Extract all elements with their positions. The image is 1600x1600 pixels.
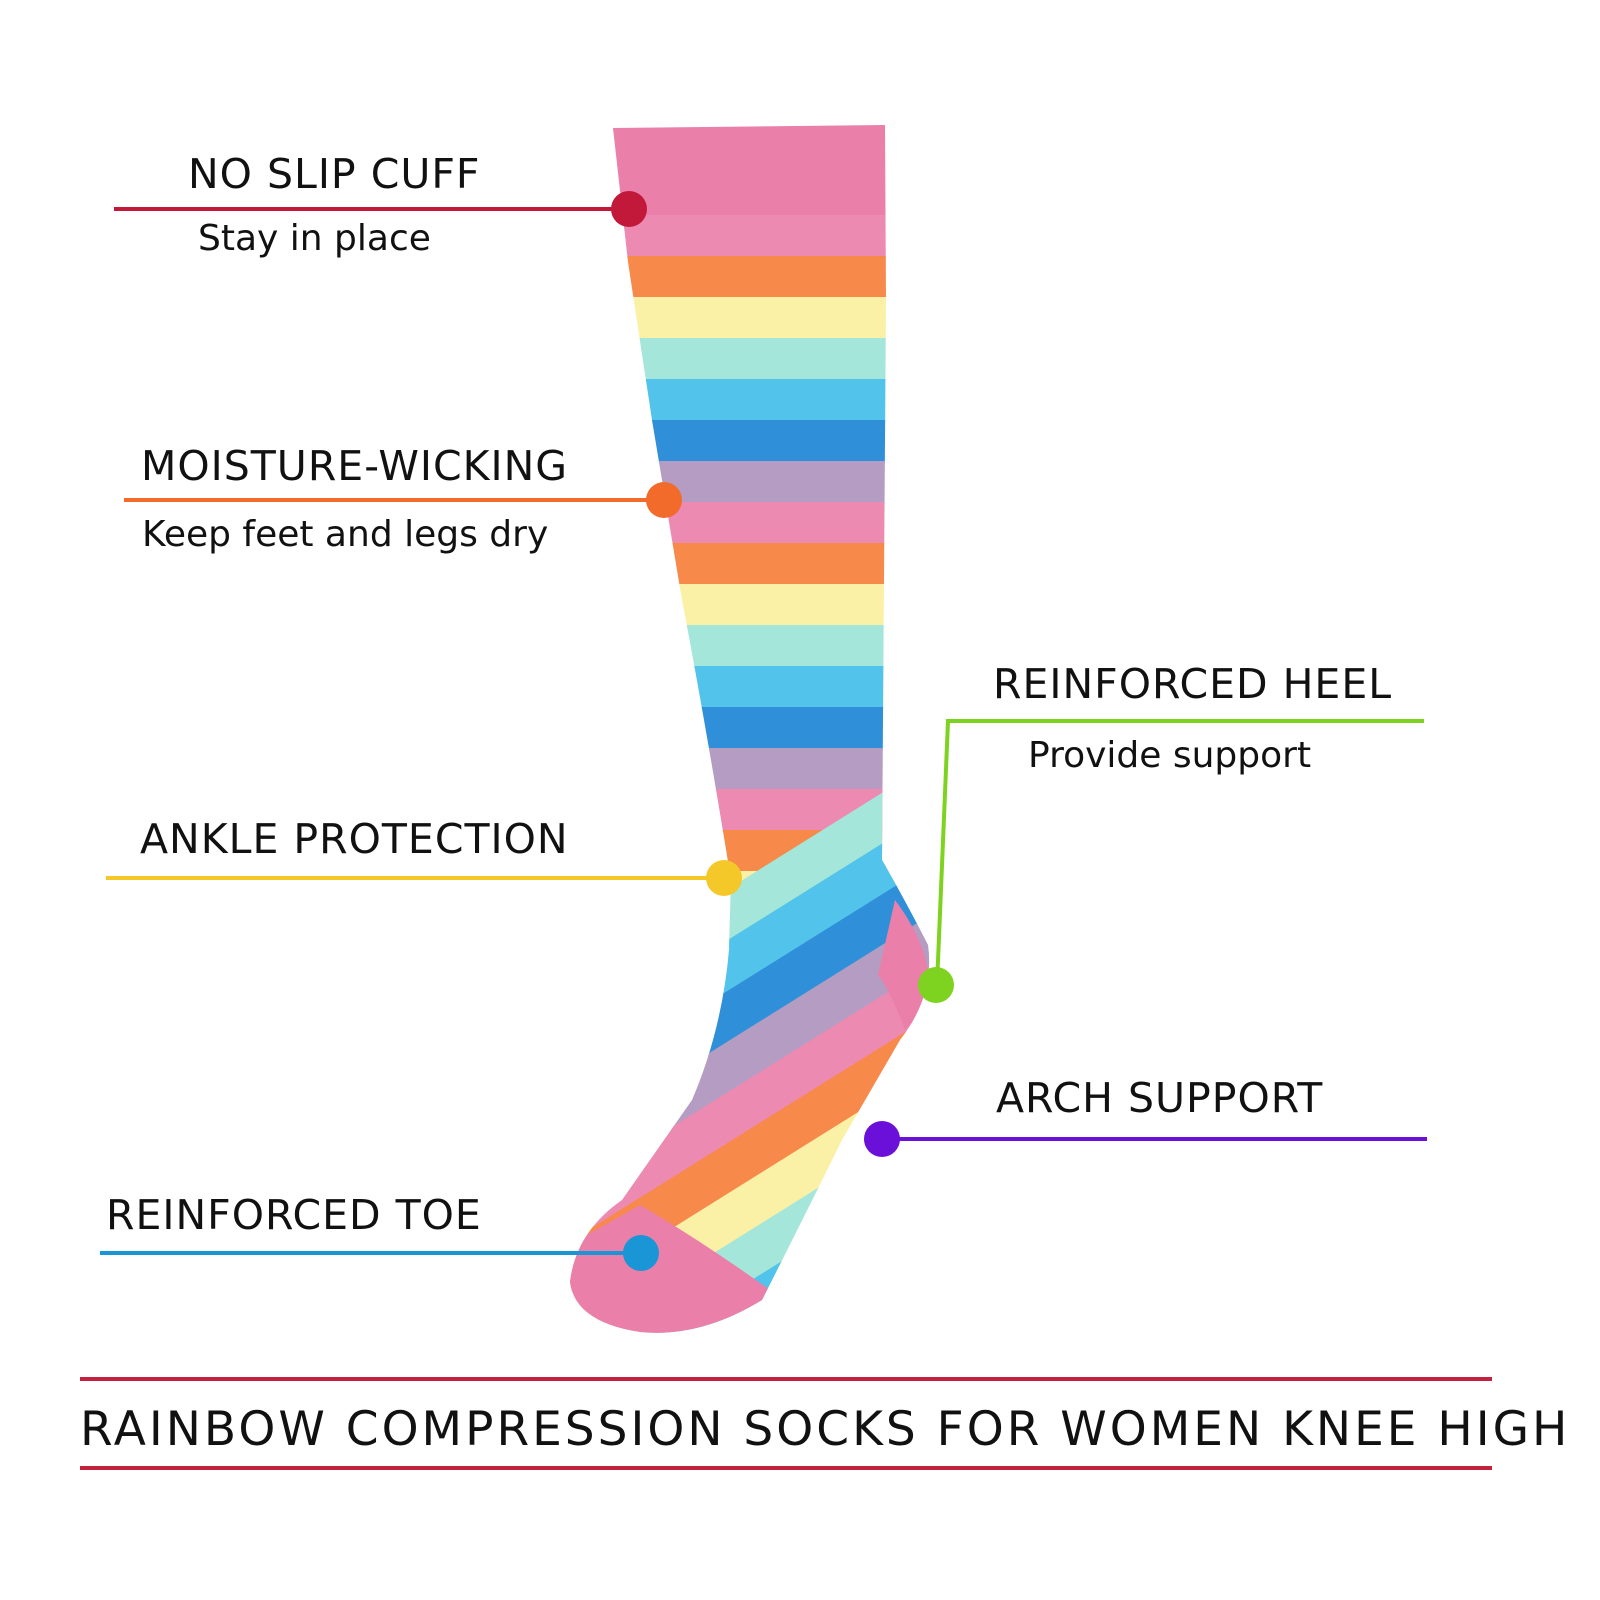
sock-stripe bbox=[570, 338, 930, 381]
callout-arch-title: ARCH SUPPORT bbox=[996, 1074, 1324, 1122]
sock-stripe bbox=[570, 256, 930, 299]
footer-title: RAINBOW COMPRESSION SOCKS FOR WOMEN KNEE… bbox=[80, 1402, 1571, 1457]
sock-stripe bbox=[570, 379, 930, 422]
callout-heel-line bbox=[946, 719, 1424, 723]
callout-moisture-title: MOISTURE-WICKING bbox=[141, 442, 569, 490]
sock-stripe bbox=[570, 830, 930, 873]
callout-arch-line bbox=[882, 1137, 1427, 1141]
sock-stripe bbox=[570, 666, 930, 709]
callout-cuff-line bbox=[114, 207, 634, 211]
callout-cuff-dot bbox=[611, 191, 647, 227]
callout-ankle-line bbox=[106, 876, 726, 880]
callout-heel-title: REINFORCED HEEL bbox=[993, 660, 1393, 708]
sock-stripe bbox=[570, 297, 930, 340]
callout-moisture-subtitle: Keep feet and legs dry bbox=[142, 514, 549, 555]
sock-stripe bbox=[570, 907, 930, 1317]
callout-heel-subtitle: Provide support bbox=[1028, 735, 1312, 776]
sock-stripe bbox=[570, 420, 930, 463]
callout-toe-dot bbox=[623, 1235, 659, 1271]
footer-top-rule bbox=[80, 1377, 1492, 1381]
callout-ankle-dot bbox=[706, 860, 742, 896]
callout-arch-dot bbox=[864, 1121, 900, 1157]
sock-stripe bbox=[570, 584, 930, 627]
callout-cuff-title: NO SLIP CUFF bbox=[188, 150, 481, 198]
sock-stripe bbox=[570, 502, 930, 545]
toe-patch bbox=[570, 1205, 770, 1333]
sock-stripe bbox=[570, 748, 930, 791]
sock-stripe bbox=[570, 625, 930, 668]
sock-stripe bbox=[570, 789, 930, 832]
sock-stripe bbox=[570, 543, 930, 586]
sock-stripe bbox=[570, 215, 930, 258]
sock-stripe bbox=[570, 870, 930, 1280]
callout-heel-dot bbox=[918, 967, 954, 1003]
callout-toe-title: REINFORCED TOE bbox=[106, 1191, 482, 1239]
heel-patch bbox=[878, 900, 929, 1030]
callout-toe-line bbox=[100, 1251, 640, 1255]
callout-moisture-line bbox=[124, 498, 664, 502]
callout-cuff-subtitle: Stay in place bbox=[198, 218, 431, 259]
footer-bottom-rule bbox=[80, 1466, 1492, 1470]
callout-moisture-dot bbox=[646, 482, 682, 518]
callout-ankle-title: ANKLE PROTECTION bbox=[140, 815, 569, 863]
sock-stripe bbox=[570, 707, 930, 750]
